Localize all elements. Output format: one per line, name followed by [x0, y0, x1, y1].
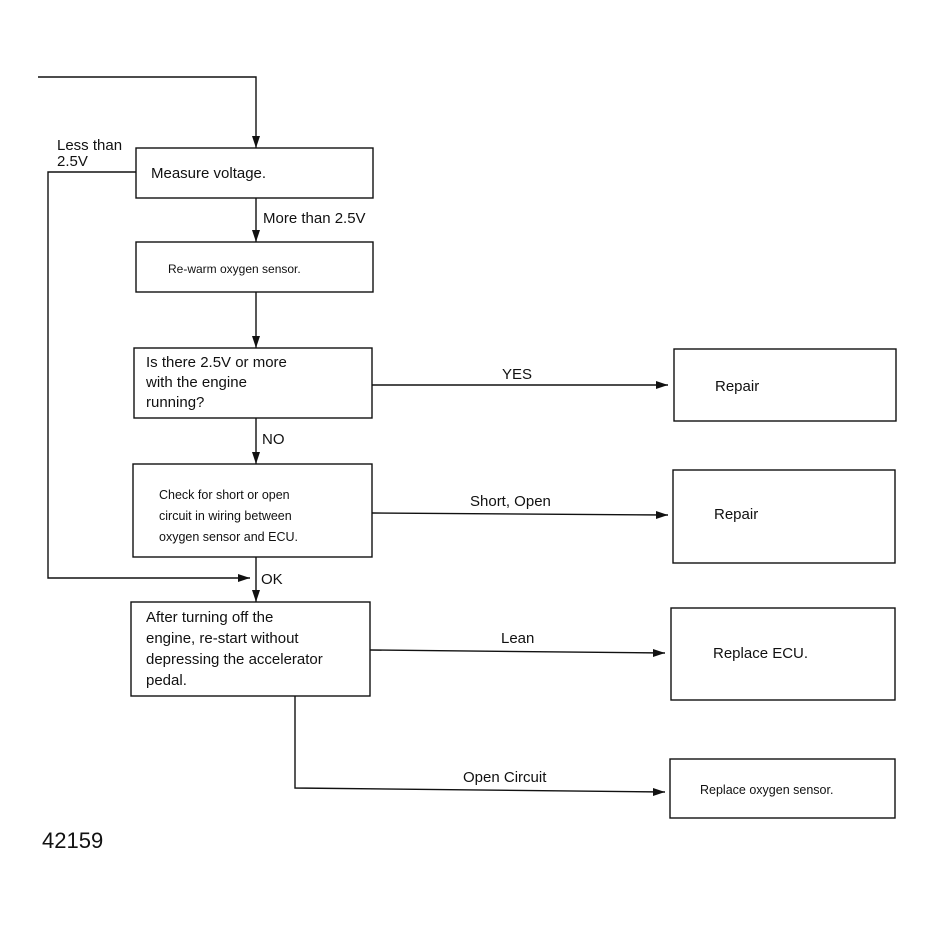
short-open-label: Short, Open [470, 493, 551, 510]
arrowhead-down [252, 452, 260, 464]
replace-oxygen-sensor-box: Replace oxygen sensor. [669, 758, 896, 819]
restart-line: pedal. [146, 672, 187, 689]
check-wiring-text: Check for short or open circuit in wirin… [159, 488, 298, 544]
less-than-line: 2.5V [57, 153, 88, 170]
arrowhead-down [252, 136, 260, 148]
restart-box: After turning off the engine, re-start w… [130, 601, 371, 697]
restart-text: After turning off the engine, re-start w… [146, 609, 327, 689]
replace-oxygen-sensor-text: Replace oxygen sensor. [700, 783, 833, 797]
less-than-label: Less than 2.5V [57, 137, 126, 170]
repair-text-1: Repair [715, 378, 759, 395]
measure-voltage-text: Measure voltage. [151, 165, 266, 182]
arrowhead-right [238, 574, 250, 582]
short-open-connector [371, 512, 669, 516]
open-circuit-label: Open Circuit [463, 769, 547, 786]
open-circuit-connector [294, 696, 666, 793]
entry-connector [38, 76, 257, 148]
yes-label: YES [502, 366, 532, 383]
arrowhead-right [656, 381, 668, 389]
loop-back-connector [47, 171, 250, 579]
figure-number: 42159 [42, 828, 104, 853]
lean-connector [369, 649, 666, 654]
check-running-line: with the engine [145, 374, 247, 391]
restart-line: engine, re-start without [146, 630, 299, 647]
arrowheads [238, 136, 668, 796]
arrowhead-down [252, 230, 260, 242]
arrowhead-right [653, 788, 665, 796]
restart-line: After turning off the [146, 609, 273, 626]
check-wiring-box: Check for short or open circuit in wirin… [132, 463, 373, 558]
arrowhead-down [252, 590, 260, 602]
ok-label: OK [261, 571, 283, 588]
less-than-line: Less than [57, 137, 122, 154]
repair-text-2: Repair [714, 506, 758, 523]
rewarm-text: Re-warm oxygen sensor. [168, 262, 301, 276]
check-wiring-line: circuit in wiring between [159, 509, 292, 523]
check-wiring-line: Check for short or open [159, 488, 290, 502]
arrowhead-down [252, 336, 260, 348]
check-running-box: Is there 2.5V or more with the engine ru… [133, 347, 373, 419]
measure-voltage-box: Measure voltage. [135, 147, 374, 199]
repair-box-2: Repair [672, 469, 896, 564]
no-label: NO [262, 431, 285, 448]
replace-ecu-text: Replace ECU. [713, 645, 808, 662]
check-running-text: Is there 2.5V or more with the engine ru… [145, 354, 291, 411]
replace-ecu-box: Replace ECU. [670, 607, 896, 701]
connectors [38, 76, 669, 793]
arrowhead-right [656, 511, 668, 519]
check-running-line: running? [146, 394, 204, 411]
edge-labels: Less than 2.5V More than 2.5V YES NO Sho… [57, 137, 551, 786]
restart-line: depressing the accelerator [146, 651, 323, 668]
check-running-line: Is there 2.5V or more [146, 354, 287, 371]
lean-label: Lean [501, 630, 534, 647]
rewarm-box: Re-warm oxygen sensor. [135, 241, 374, 293]
check-wiring-line: oxygen sensor and ECU. [159, 530, 298, 544]
more-than-label: More than 2.5V [263, 210, 366, 227]
arrowhead-right [653, 649, 665, 657]
repair-box-1: Repair [673, 348, 897, 422]
